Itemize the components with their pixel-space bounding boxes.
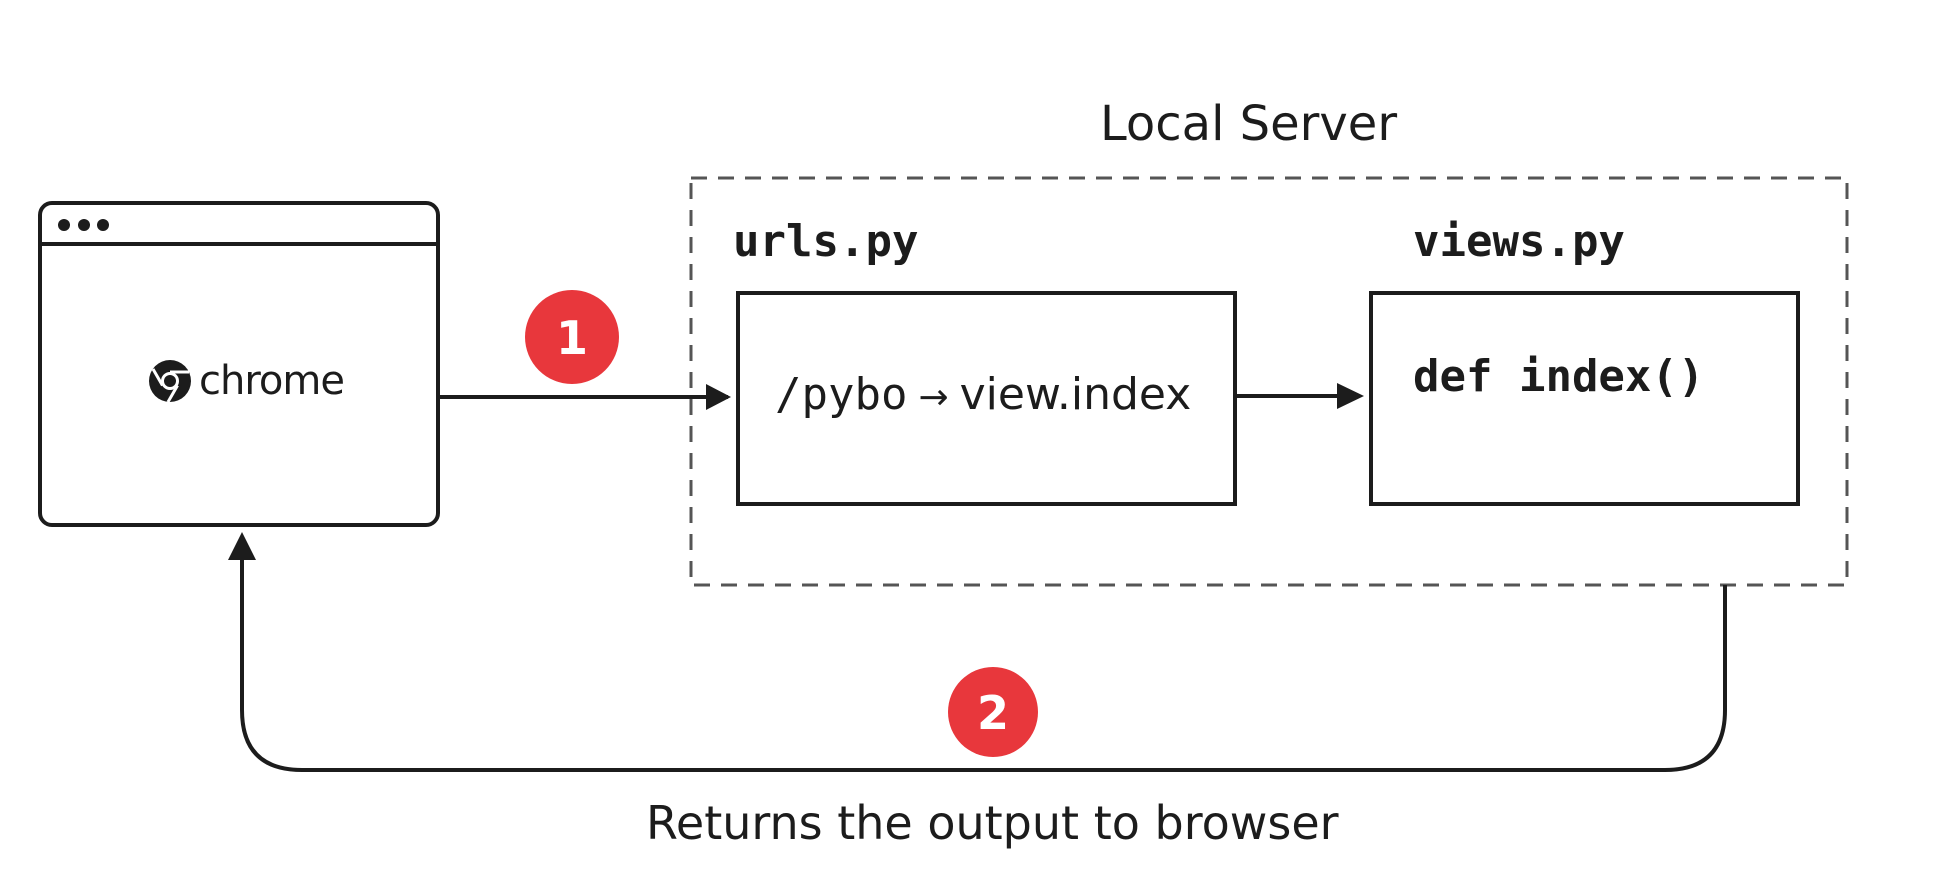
- chrome-logo-icon: [149, 360, 191, 403]
- request-arrowhead: [706, 384, 731, 410]
- local-server-title: Local Server: [1100, 96, 1398, 152]
- view-target: view.index: [959, 369, 1192, 420]
- view-function-code: def index(): [1413, 351, 1705, 402]
- urls-file-title: urls.py: [733, 216, 919, 267]
- url-mapping: /pybo → view.index: [775, 373, 1191, 417]
- step-1-badge: 1: [525, 290, 619, 384]
- svg-text:2: 2: [977, 686, 1009, 740]
- views-file-title: views.py: [1413, 216, 1625, 267]
- dispatch-arrowhead: [1337, 383, 1364, 409]
- svg-text:1: 1: [556, 311, 588, 365]
- mapping-arrow: →: [918, 377, 949, 418]
- return-path: [240, 560, 1727, 772]
- window-dots-icon: [58, 219, 109, 231]
- browser-window: [38, 201, 440, 527]
- browser-name: chrome: [199, 358, 345, 404]
- views-box: [1369, 291, 1800, 506]
- route-path: /pybo: [775, 369, 908, 420]
- local-server-boundary: [689, 176, 1849, 587]
- return-arrowhead: [228, 532, 256, 560]
- step-2-badge: 2: [948, 667, 1038, 757]
- browser-label: chrome: [147, 358, 345, 404]
- return-label: Returns the output to browser: [646, 796, 1339, 850]
- urls-box: [736, 291, 1237, 506]
